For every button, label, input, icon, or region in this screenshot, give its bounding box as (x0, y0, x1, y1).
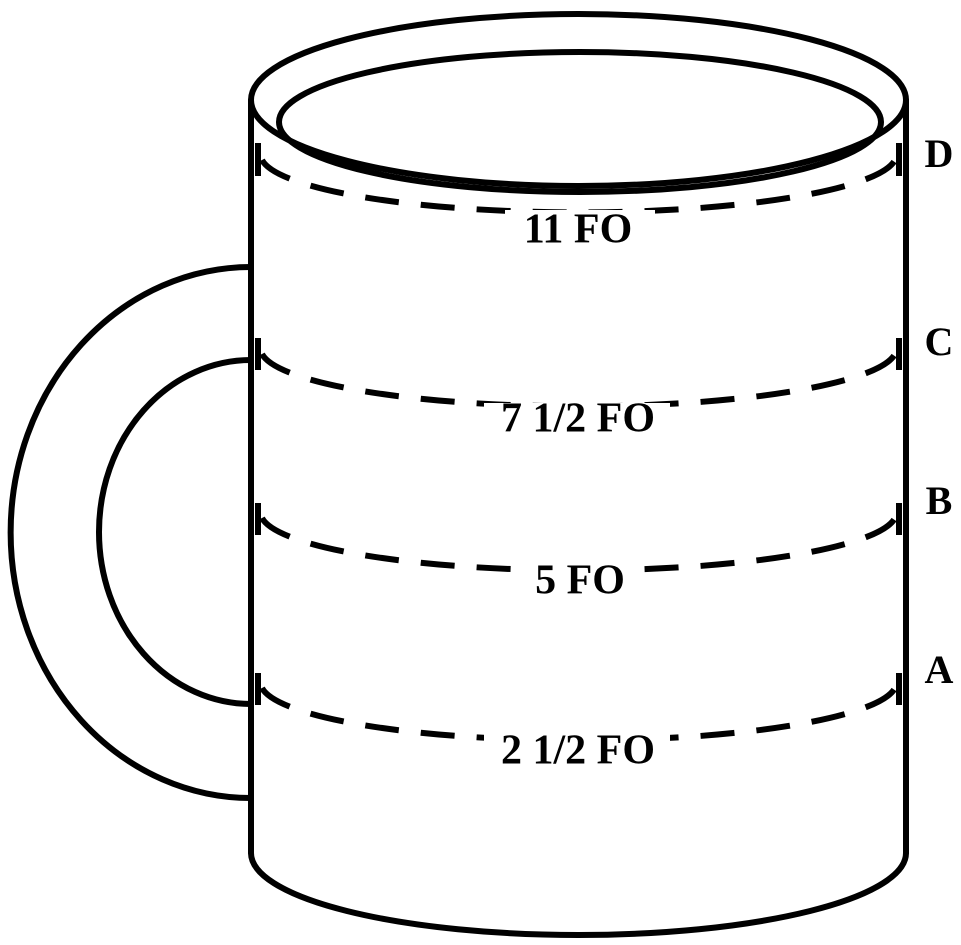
level-b: 5 FO B (255, 478, 953, 605)
level-letter-a: A (925, 647, 954, 692)
mug-bottom (248, 850, 909, 938)
level-a: 2 1/2 FO A (255, 647, 954, 774)
volume-label-c: 7 1/2 FO (501, 396, 655, 442)
volume-label-b: 5 FO (535, 558, 625, 604)
mug-handle (7, 264, 254, 801)
volume-label-a: 2 1/2 FO (501, 728, 655, 774)
mug-rim-inner (276, 49, 884, 195)
level-letter-d: D (925, 131, 954, 176)
level-letter-b: B (926, 478, 953, 523)
mug-rim-outer (248, 11, 909, 189)
mug-body (248, 97, 909, 938)
level-c: 7 1/2 FO C (255, 319, 954, 443)
level-letter-c: C (925, 319, 954, 364)
volume-label-d: 11 FO (524, 207, 633, 253)
mug-rim (248, 11, 909, 195)
level-d: 11 FO D (255, 131, 954, 253)
